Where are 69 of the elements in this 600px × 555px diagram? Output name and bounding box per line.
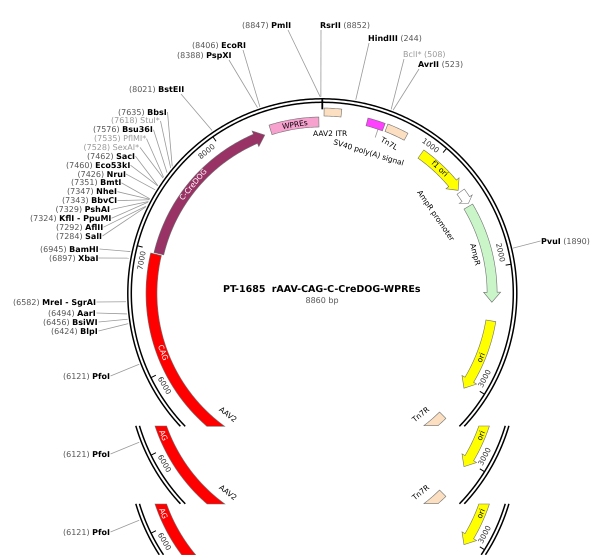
restriction-site-label: (7618) StuI* bbox=[111, 116, 160, 126]
leader-line bbox=[242, 50, 260, 108]
leader-line bbox=[117, 191, 150, 200]
restriction-site-label: (6121) PfoI bbox=[63, 450, 110, 458]
leader-line bbox=[320, 30, 322, 98]
leader-line bbox=[99, 248, 131, 252]
leader-line bbox=[146, 138, 164, 178]
restriction-site-label: (7462) SacI bbox=[87, 152, 136, 161]
leader-line bbox=[110, 520, 140, 532]
leader-line bbox=[288, 30, 321, 98]
restriction-site-label: (7535) PflMI* bbox=[94, 134, 146, 144]
restriction-site-label: (7635) BbsI bbox=[118, 108, 167, 116]
leader-line bbox=[110, 364, 140, 376]
leader-line bbox=[374, 128, 378, 138]
restriction-site-label: (6582) MreI - SgrAI bbox=[13, 298, 96, 306]
restriction-site-label: (7460) Eco53kI bbox=[66, 160, 130, 170]
leader-line bbox=[180, 94, 212, 131]
leader-line bbox=[96, 312, 128, 314]
restriction-site-label: BclI* (508) bbox=[403, 50, 446, 58]
restriction-site-label: RsrII (8852) bbox=[320, 20, 370, 30]
leader-line bbox=[355, 42, 370, 100]
leader-line bbox=[102, 206, 146, 236]
restriction-site-label: (8388) PspXI bbox=[177, 50, 232, 60]
leader-line bbox=[98, 323, 129, 332]
restriction-site-label: (7292) AflII bbox=[56, 222, 104, 232]
restriction-site-label: (6945) BamHI bbox=[40, 244, 99, 254]
restriction-site-label: (7347) NheI bbox=[67, 187, 117, 196]
restriction-site-label: (8406) EcoRI bbox=[192, 40, 246, 50]
leader-line bbox=[121, 182, 150, 200]
map-title: PT-1685 rAAV-CAG-C-CreDOG-WPREs bbox=[223, 284, 421, 294]
restriction-site-label: (6121) PfoI bbox=[63, 528, 110, 536]
leader-line bbox=[392, 68, 420, 111]
leader-line bbox=[111, 202, 149, 219]
leader-line bbox=[135, 156, 158, 186]
restriction-site-label: PvuI (1890) bbox=[541, 236, 590, 246]
leader-line bbox=[126, 174, 156, 190]
restriction-site-label: (7576) Bsu36I bbox=[93, 125, 153, 134]
restriction-site-label: (6456) BsiWI bbox=[43, 318, 98, 326]
restriction-site-label: (6121) PfoI bbox=[63, 372, 110, 380]
leader-line bbox=[98, 318, 128, 322]
leader-line bbox=[390, 58, 404, 110]
restriction-site-label: HindIII (244) bbox=[368, 34, 422, 42]
restriction-site-label: (7343) BbvCI bbox=[62, 196, 118, 206]
leader-line bbox=[153, 129, 168, 174]
restriction-site-label: (7324) KflI - PpuMI bbox=[30, 214, 112, 223]
leader-line bbox=[228, 60, 258, 108]
restriction-site-label: (6494) AarI bbox=[48, 308, 96, 318]
leader-line bbox=[103, 206, 146, 228]
restriction-site-label: (7528) SexAI* bbox=[84, 142, 140, 152]
restriction-site-label: (8021) BstEII bbox=[129, 84, 184, 94]
leader-line bbox=[110, 201, 149, 210]
leader-line bbox=[98, 258, 130, 259]
leader-line bbox=[130, 164, 158, 186]
restriction-site-label: AvrII (523) bbox=[418, 60, 464, 68]
restriction-site-label: (7284) SalI bbox=[56, 232, 102, 240]
restriction-site-label: (6897) XbaI bbox=[49, 254, 98, 262]
restriction-site-label: (7351) BmtI bbox=[71, 178, 122, 188]
leader-line bbox=[160, 120, 172, 168]
leader-line bbox=[96, 301, 126, 302]
leader-line bbox=[167, 112, 173, 167]
leader-line bbox=[512, 240, 541, 249]
leader-line bbox=[117, 199, 150, 201]
leader-line bbox=[140, 147, 164, 178]
leader-line bbox=[110, 442, 140, 454]
restriction-site-label: (7329) PshAI bbox=[56, 205, 110, 214]
restriction-site-label: (7426) NruI bbox=[78, 170, 126, 178]
restriction-site-label: (6424) BlpI bbox=[51, 326, 98, 336]
restriction-site-label: (8847) PmlI bbox=[242, 20, 292, 30]
plasmid-length: 8860 bp bbox=[306, 296, 339, 304]
